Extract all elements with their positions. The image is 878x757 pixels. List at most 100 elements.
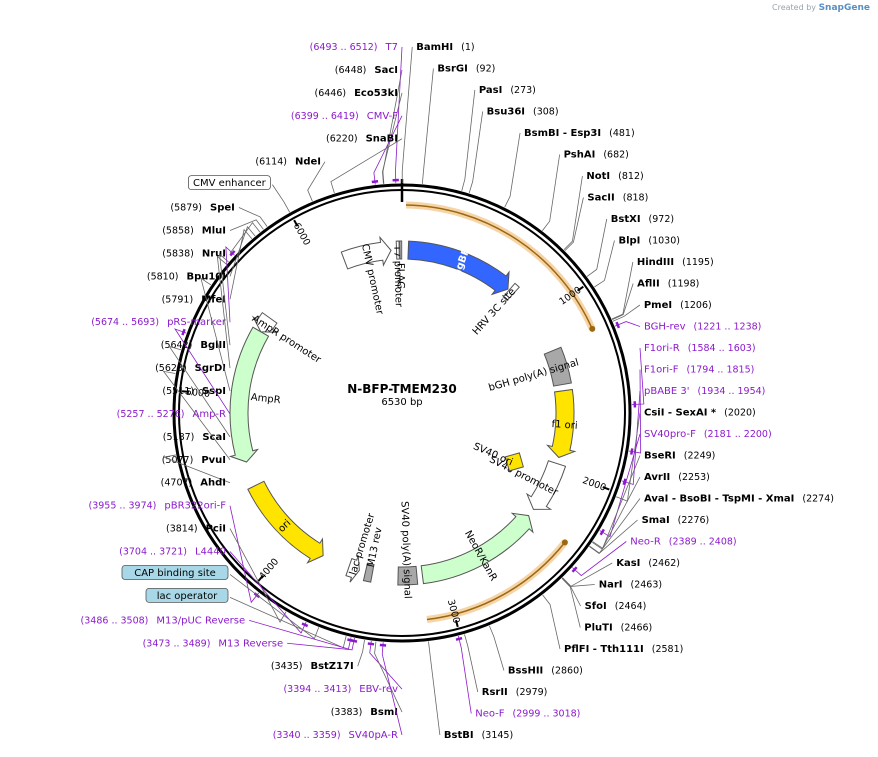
label-rsrii: RsrII(2979): [482, 687, 548, 698]
label-pos-pluti: (2466): [621, 623, 653, 634]
label-name-mlui: MluI: [202, 225, 226, 236]
label-name-f1ori-r: F1ori-R: [644, 343, 680, 354]
label-pos-pasi: (273): [510, 85, 536, 96]
plasmid-title: N-BFP-TMEM230: [347, 382, 456, 396]
tick-label-4000: 4000: [257, 556, 281, 582]
label-bsshii: BssHII(2860): [508, 666, 583, 677]
label-name-avai-bsobi-tspmi-xmai: AvaI - BsoBI - TspMI - XmaI: [644, 494, 794, 505]
label-bsmbi-esp3i: BsmBI - Esp3I(481): [524, 128, 635, 139]
label-name-sgrdi: SgrDI: [195, 363, 226, 374]
label-mlui: (5858)MluI: [162, 225, 226, 236]
label-avrii: AvrII (2253): [644, 472, 710, 483]
label-name-sv40pa-r: SV40pA-R: [349, 730, 398, 741]
label-name-pluti: PluTI: [584, 623, 612, 634]
label-name-snabi: SnaBI: [366, 134, 398, 145]
snapgene-logo: SnapGene: [819, 3, 870, 13]
label-name-bstbi: BstBI: [444, 730, 474, 741]
label-pflfi-tth111i: PflFI - Tth111I(2581): [564, 644, 683, 655]
label-pos-aflii: (1198): [668, 279, 700, 290]
label-name-pbabe-3: pBABE 3': [644, 386, 690, 397]
label-pos-kasi: (2462): [648, 558, 680, 569]
label-name-nrui: NruI: [202, 248, 226, 259]
leader-bseri: [593, 456, 640, 549]
label-name-t7: T7: [385, 42, 398, 53]
label-bpu10i: (5810)Bpu10I: [147, 271, 226, 282]
label-pos-pmei: (1206): [680, 300, 712, 311]
label-csii-sexai: CsiI - SexAI * (2020): [644, 408, 756, 419]
label-sgrdi: (5628)SgrDI: [155, 363, 226, 374]
label-name-hindiii: HindIII: [637, 257, 674, 268]
label-bsrgi: BsrGI (92): [437, 64, 495, 75]
label-pos-ahdi: (4707): [161, 478, 193, 489]
label-pos-bgh-rev: (1221 .. 1238): [694, 322, 762, 333]
label-name-ndei: NdeI: [295, 157, 321, 168]
label-pasi: PasI(273): [479, 85, 536, 96]
primer-mark-amp-r: [182, 329, 184, 335]
label-pos-pshai: (682): [603, 150, 629, 161]
leader-ebv-rev: [370, 641, 402, 689]
label-pos-csii-sexai: (2020): [724, 408, 756, 419]
label-name-bstxi: BstXI: [611, 214, 641, 225]
label-name-cmv-f: CMV-F: [367, 111, 398, 122]
label-name-aflii: AflII: [637, 279, 660, 290]
label-name-bsmbi-esp3i: BsmBI - Esp3I: [524, 128, 601, 139]
label-nrui: (5838)NruI: [162, 248, 226, 259]
label-name-noti: NotI: [586, 171, 610, 182]
label-pos-bglii: (5642): [161, 340, 193, 351]
label-bsu36i: Bsu36I(308): [487, 107, 559, 118]
label-f1ori-r: F1ori-R (1584 .. 1603): [644, 343, 756, 354]
label-pbr322ori-f: (3955 .. 3974)pBR322ori-F: [89, 501, 227, 512]
label-name-eco53ki: Eco53kI: [354, 88, 398, 99]
label-name-blpi: BlpI: [618, 236, 640, 247]
primer-mark-l4440: [302, 623, 308, 626]
label-neo-r: Neo-R(2389 .. 2408): [630, 537, 736, 548]
label-cmv-enhancer: CMV enhancer: [193, 178, 267, 189]
label-sv40pro-f: SV40pro-F(2181 .. 2200): [644, 429, 772, 440]
label-pos-sacii: (818): [623, 193, 649, 204]
label-blpi: BlpI(1030): [618, 236, 680, 247]
primer-mark-cmv-f: [372, 181, 378, 182]
label-name-neo-f: Neo-F: [475, 709, 505, 720]
credit-prefix: Created by: [772, 3, 816, 12]
label-name-bseri: BseRI: [644, 451, 676, 462]
label-name-bsrgi: BsrGI: [437, 64, 467, 75]
label-pos-bpu10i: (5810): [147, 271, 179, 282]
label-name-m13-puc-reverse: M13/pUC Reverse: [156, 615, 245, 626]
label-aflii: AflII (1198): [637, 279, 699, 290]
leader-cmv-enhancer: [272, 185, 289, 213]
label-neo-f: Neo-F(2999 .. 3018): [475, 709, 580, 720]
label-name-l4440: L4440: [195, 547, 226, 558]
feature-flag: [400, 241, 402, 259]
leader-bsshii: [489, 626, 504, 671]
label-name-ebv-rev: EBV-rev: [359, 684, 398, 695]
label-name-pmei: PmeI: [644, 300, 672, 311]
label-pos-f1ori-r: (1584 .. 1603): [688, 343, 756, 354]
label-name-avrii: AvrII: [644, 472, 670, 483]
label-pos-sv40pa-r: (3340 .. 3359): [273, 730, 341, 741]
label-prs-marker: (5674 .. 5693)pRS-marker: [91, 317, 227, 328]
label-pos-pbabe-3: (1934 .. 1954): [698, 386, 766, 397]
label-pos-saci: (6448): [335, 65, 367, 76]
feature-flag-label: FLAG: [394, 263, 405, 289]
leader-bsmi: [375, 642, 402, 713]
label-avai-bsobi-tspmi-xmai: AvaI - BsoBI - TspMI - XmaI (2274): [644, 494, 834, 505]
label-pos-avai-bsobi-tspmi-xmai: (2274): [802, 494, 834, 505]
label-name-csii-sexai: CsiI - SexAI *: [644, 408, 717, 419]
feature-ampr-label: AmpR: [250, 392, 281, 406]
label-name-sacii: SacII: [587, 193, 614, 204]
label-pos-noti: (812): [618, 171, 644, 182]
label-pos-bsrgi: (92): [476, 64, 496, 75]
leader-blpi: [594, 241, 614, 288]
label-pos-avrii: (2253): [678, 472, 710, 483]
label-amp-r: (5257 .. 5276)Amp-R: [117, 409, 226, 420]
label-name-amp-r: Amp-R: [193, 409, 227, 420]
leader-cap-binding-site: [230, 574, 319, 638]
label-pos-cmv-f: (6399 .. 6419): [291, 111, 359, 122]
label-ebv-rev: (3394 .. 3413)EBV-rev: [283, 684, 398, 695]
feature-hrv-3c-site-label: HRV 3C site: [471, 286, 518, 337]
tick-label-6000: 6000: [291, 221, 312, 247]
label-name-nari: NarI: [599, 580, 623, 591]
leader-bsmbi-esp3i: [505, 133, 520, 207]
